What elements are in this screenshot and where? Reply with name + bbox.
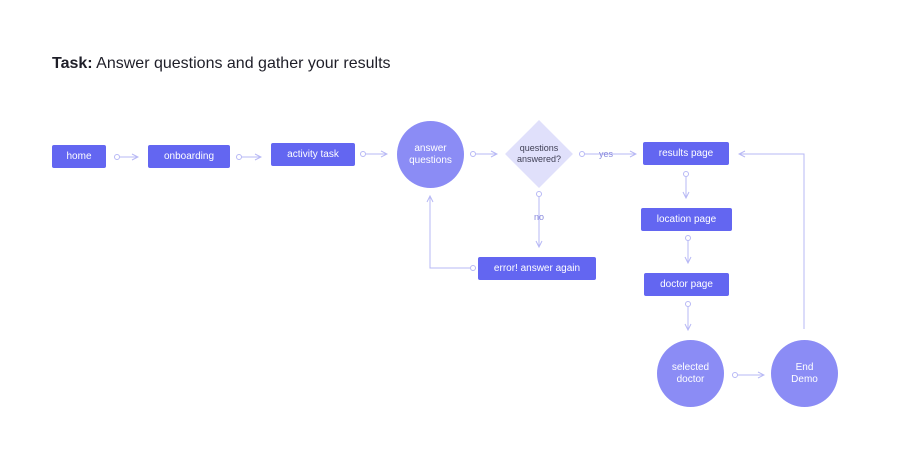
decision-line-2: answered? xyxy=(516,154,562,164)
answer-questions-line-2: questions xyxy=(409,154,452,166)
task-heading: Task: Answer questions and gather your r… xyxy=(52,55,391,73)
edge-label-no: no xyxy=(534,212,545,222)
node-location-page: location page xyxy=(641,208,732,231)
selected-doctor-line-1: selected xyxy=(671,361,710,373)
decision-line-1: questions xyxy=(519,143,559,153)
node-results-page: results page xyxy=(643,142,729,165)
edge-end-results xyxy=(739,154,805,329)
node-activity-task: activity task xyxy=(271,143,355,166)
node-error: error! answer again xyxy=(478,257,596,280)
edge-label-yes: yes xyxy=(599,149,614,159)
node-onboarding: onboarding xyxy=(148,145,230,168)
task-text: Answer questions and gather your results xyxy=(92,55,391,72)
node-home: home xyxy=(52,145,106,168)
node-selected-doctor: selected doctor xyxy=(657,340,724,407)
node-answer-questions: answer questions xyxy=(397,121,464,188)
node-end-demo: End Demo xyxy=(771,340,838,407)
node-questions-answered: questions answered? xyxy=(504,143,574,165)
end-demo-line-2: Demo xyxy=(791,373,818,385)
task-prefix: Task: xyxy=(52,55,93,72)
selected-doctor-line-2: doctor xyxy=(676,373,705,385)
node-doctor-page: doctor page xyxy=(644,273,729,296)
answer-questions-line-1: answer xyxy=(414,142,447,154)
end-demo-line-1: End xyxy=(795,361,814,373)
edge-error-answer xyxy=(430,196,470,269)
